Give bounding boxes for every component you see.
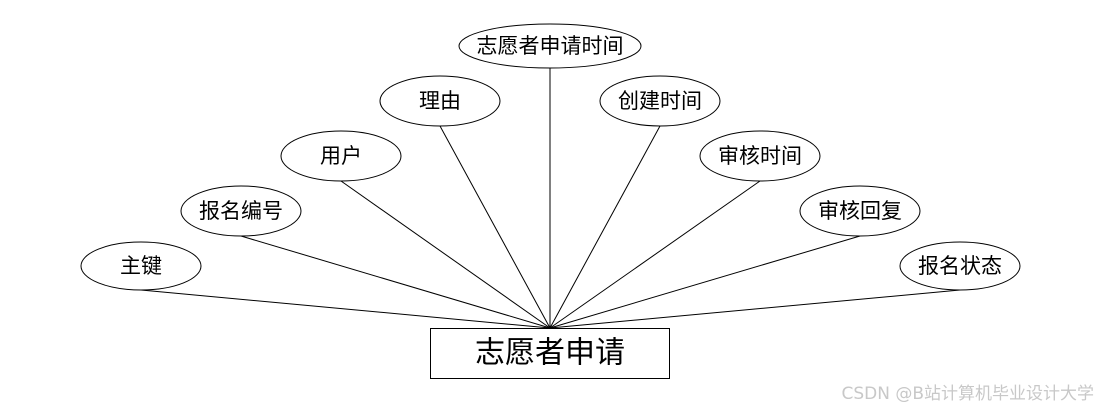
- connector-review-reply: [549, 235, 861, 329]
- connector-primary-key: [140, 289, 551, 329]
- attribute-label: 主键: [120, 254, 162, 278]
- connector-user: [340, 180, 551, 329]
- connector-reason: [439, 125, 551, 329]
- attribute-label: 用户: [320, 144, 362, 168]
- attribute-label: 报名状态: [918, 254, 1002, 278]
- connector-registration-status: [549, 289, 961, 329]
- connector-registration-number: [240, 235, 551, 329]
- connector-review-time: [549, 180, 761, 329]
- entity-volunteer-application: 志愿者申请: [430, 328, 670, 379]
- attribute-user: 用户: [280, 130, 402, 182]
- attribute-label: 审核时间: [718, 144, 802, 168]
- attribute-label: 理由: [419, 89, 461, 113]
- attribute-label: 审核回复: [818, 199, 902, 223]
- attribute-review-time: 审核时间: [699, 130, 821, 182]
- attribute-create-time: 创建时间: [599, 75, 721, 127]
- attribute-label: 创建时间: [618, 89, 702, 113]
- attribute-label: 报名编号: [199, 199, 283, 223]
- watermark: CSDN @B站计算机毕业设计大学: [841, 384, 1094, 404]
- attribute-review-reply: 审核回复: [799, 185, 921, 237]
- attribute-registration-status: 报名状态: [899, 241, 1021, 291]
- connector-create-time: [549, 125, 661, 329]
- attribute-volunteer-apply-time: 志愿者申请时间: [458, 23, 642, 69]
- connectors: [140, 68, 961, 329]
- attribute-reason: 理由: [379, 75, 501, 127]
- attribute-primary-key: 主键: [80, 241, 202, 291]
- entity-label: 志愿者申请: [475, 336, 625, 371]
- attribute-label: 志愿者申请时间: [477, 34, 624, 58]
- attribute-registration-number: 报名编号: [180, 185, 302, 237]
